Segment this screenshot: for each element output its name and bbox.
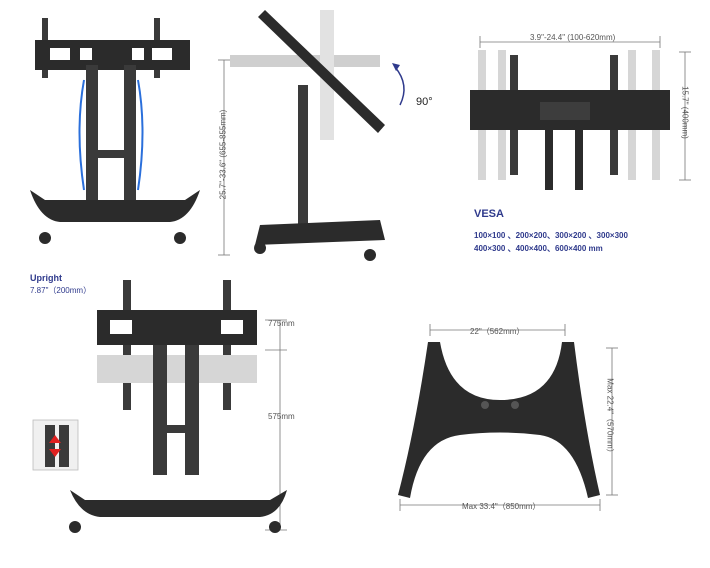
stand-side-view [210,5,440,270]
tilt-angle-label: 90° [416,96,433,108]
vesa-sizes-line-1: 100×100 、200×200、300×200 、300×300 [474,231,628,240]
height-range-label: 25.7"-33.6" (655-855mm) [218,109,228,200]
upright-subtitle: 7.87"（200mm） [30,286,92,295]
base-illustration [398,324,618,511]
vesa-height-label: 15.7" (400mm) [680,86,690,139]
base-bottom-label: Max 33.4"（850mm） [462,502,541,511]
vesa-title: VESA [474,208,504,220]
upright-view [25,275,310,540]
upright-top-label: 775mm [268,319,295,328]
stand-front-illustration [30,18,200,244]
upright-middle-label: 575mm [268,412,295,421]
base-view [390,320,630,515]
upright-illustration [32,280,287,533]
base-side-label: Max 22.4"（570mm） [605,378,615,457]
base-top-label: 22"（562mm） [470,327,525,336]
vesa-mount-view [460,30,700,200]
vesa-width-label: 3.9"-24.4" (100-620mm) [530,33,616,42]
upright-title: Upright [30,273,62,283]
vesa-sizes-line-2: 400×300 、400×400、600×400 mm [474,244,603,253]
vesa-mount-illustration [470,36,691,190]
stand-side-illustration [218,10,405,261]
stand-front-view [20,10,210,250]
